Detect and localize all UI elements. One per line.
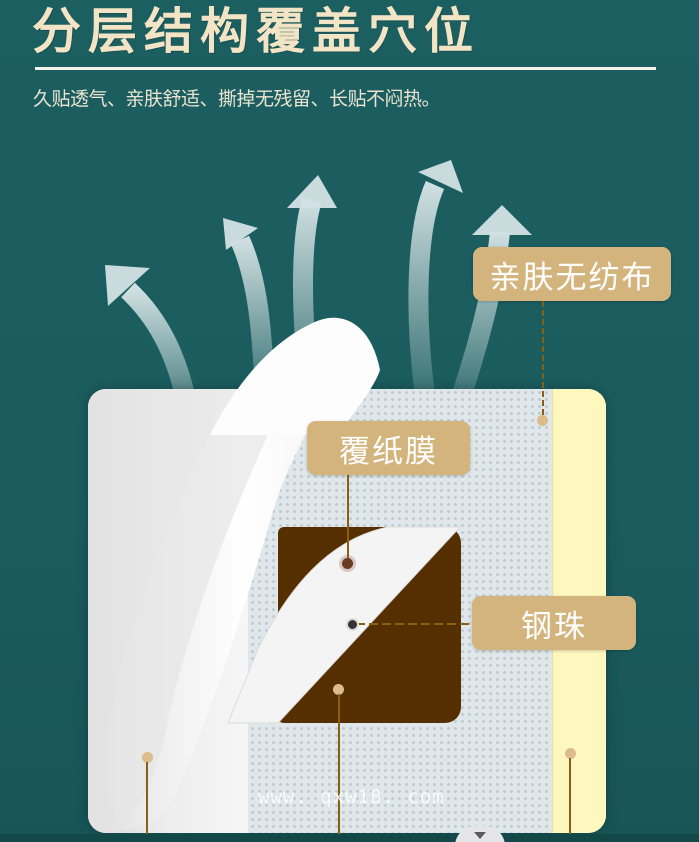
page-subtitle: 久贴透气、亲肤舒适、撕掉无残留、长贴不闷热。 bbox=[33, 88, 441, 110]
marker-dot-steel-layer bbox=[333, 684, 344, 695]
leader-line-steel-layer bbox=[338, 694, 340, 842]
marker-dot-film bbox=[342, 558, 353, 569]
page-title: 分层结构覆盖穴位 bbox=[32, 2, 481, 60]
watermark: www. qxw18. com bbox=[258, 786, 445, 808]
film-roll-top bbox=[210, 317, 380, 435]
title-divider bbox=[35, 67, 656, 70]
leader-line-film-edge bbox=[146, 762, 148, 842]
label-nonwoven: 亲肤无纺布 bbox=[473, 247, 671, 301]
peeled-film bbox=[88, 389, 462, 833]
marker-dot-edge bbox=[565, 748, 576, 759]
scroll-down-button[interactable] bbox=[455, 826, 505, 842]
bottom-strip bbox=[0, 834, 699, 842]
label-film: 覆纸膜 bbox=[307, 421, 470, 475]
leader-line-edge bbox=[569, 758, 571, 842]
leader-line-nonwoven bbox=[542, 301, 544, 416]
leader-line-film bbox=[347, 475, 349, 560]
leader-line-steel bbox=[356, 623, 472, 625]
marker-dot-nonwoven bbox=[537, 415, 548, 426]
marker-dot-steel bbox=[346, 618, 359, 631]
scroll-down-icon bbox=[474, 832, 486, 839]
marker-dot-film-edge bbox=[142, 752, 153, 763]
label-steel-ball: 钢珠 bbox=[472, 596, 636, 650]
